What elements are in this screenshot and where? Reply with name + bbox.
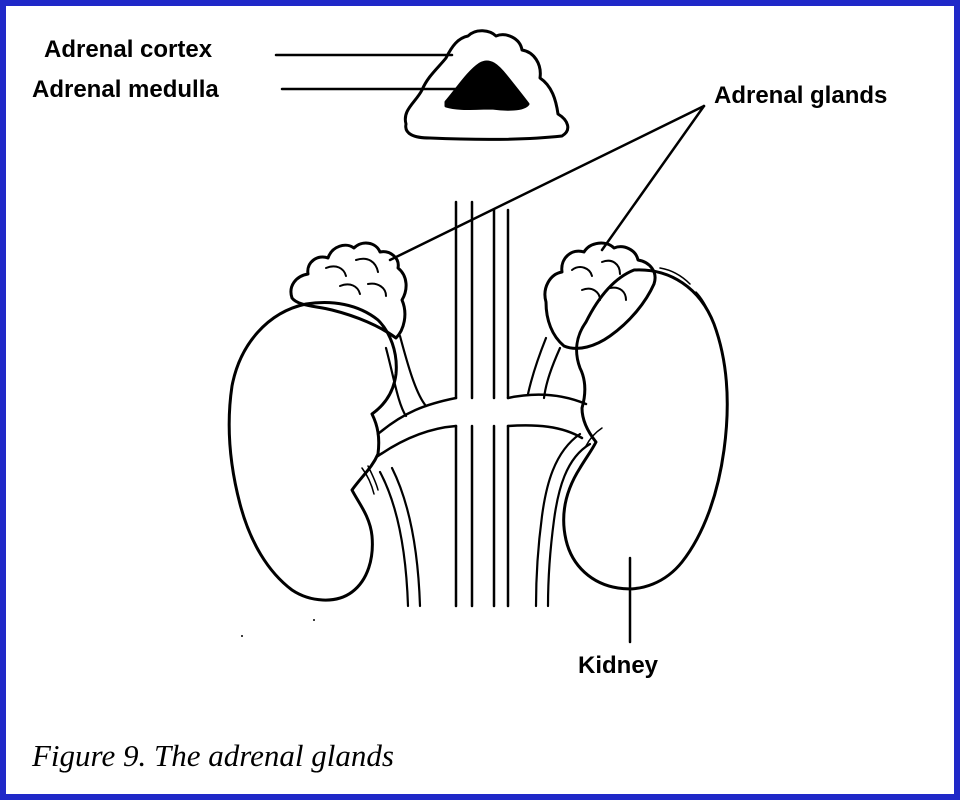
right-adrenal-gland (543, 241, 657, 350)
label-adrenal-cortex: Adrenal cortex (44, 36, 213, 63)
left-ureter (378, 466, 422, 608)
left-renal-vessel-lower (376, 424, 458, 458)
speck (313, 619, 315, 621)
right-adrenal-lobe-details (571, 259, 627, 301)
left-kidney (227, 301, 398, 602)
right-ureter (534, 432, 592, 608)
adrenal-glands-leader-left (388, 104, 706, 262)
adrenal-glands-leader-right (600, 104, 706, 252)
speck (241, 635, 243, 637)
left-adrenal-vein (384, 334, 428, 418)
figure-caption: Figure 9. The adrenal glands (32, 738, 394, 773)
left-renal-vessel-upper (376, 396, 458, 436)
right-renal-vessel-lower (506, 424, 584, 440)
right-kidney-shading (585, 267, 711, 447)
adrenal-cortex-shape (403, 29, 570, 141)
adrenal-cross-section (403, 29, 570, 141)
adrenal-diagram (227, 29, 729, 644)
adrenal-medulla-shape (444, 60, 530, 111)
right-renal-vessel-upper (506, 393, 588, 406)
right-kidney (562, 268, 729, 591)
left-adrenal-gland (289, 241, 408, 340)
label-adrenal-glands: Adrenal glands (714, 82, 888, 109)
left-kidney-shading (237, 345, 379, 495)
right-adrenal-vein (526, 336, 562, 400)
left-adrenal-lobe-details (325, 257, 387, 297)
label-kidney: Kidney (578, 652, 659, 679)
label-adrenal-medulla: Adrenal medulla (32, 76, 219, 103)
